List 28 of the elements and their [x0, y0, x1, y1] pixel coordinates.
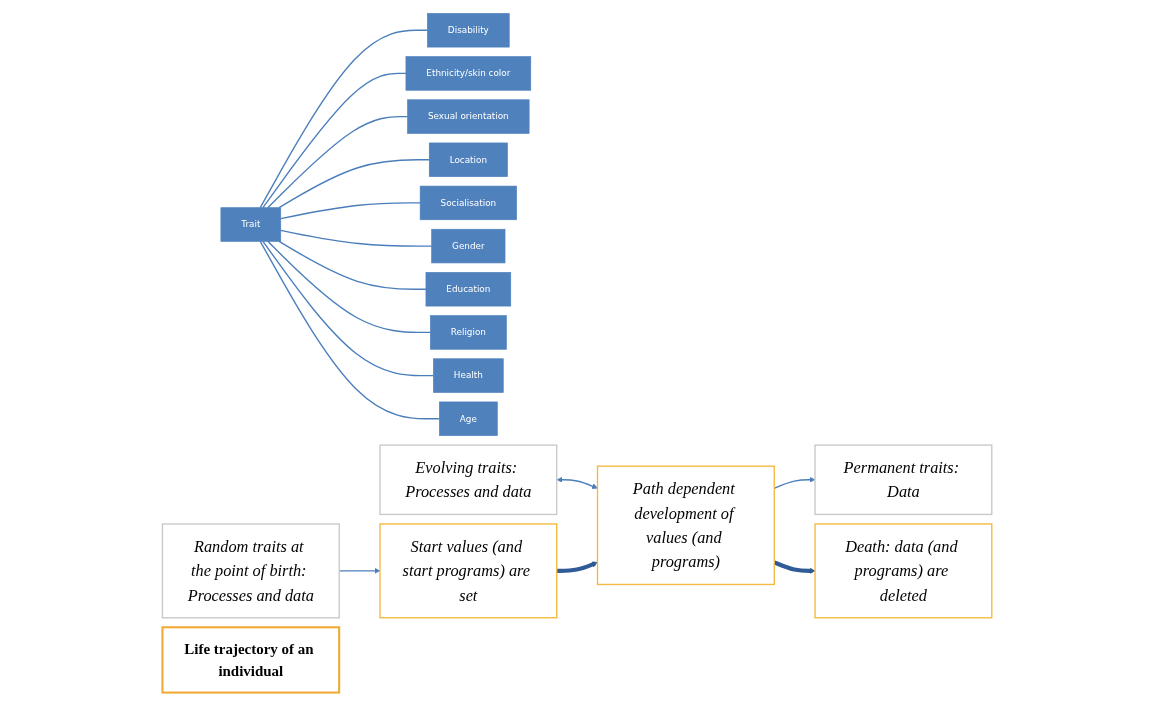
node-box: Death: data (and programs) are deleted — [814, 523, 993, 619]
node-box: Education — [426, 272, 512, 307]
node-box: Ethnicity/skin color — [405, 56, 532, 91]
node-box: Age — [439, 401, 498, 436]
connector — [262, 72, 407, 209]
node-box: Disability — [427, 13, 510, 48]
connector — [278, 240, 427, 290]
connector — [259, 240, 441, 420]
connector — [262, 240, 435, 377]
node-box: Permanent traits: Data — [814, 444, 993, 516]
node-box: Gender — [431, 228, 506, 264]
node-box: Health — [433, 358, 504, 393]
connector — [278, 159, 431, 209]
node-box: Trait — [220, 207, 282, 242]
node-box: Path dependent development of values (and programs) — [597, 465, 776, 586]
node-box: Religion — [430, 315, 508, 350]
connector — [259, 29, 429, 209]
connector — [280, 229, 433, 247]
connector — [280, 202, 422, 220]
node-box: Sexual orientation — [407, 99, 530, 134]
connector — [267, 240, 432, 334]
node-box: Start values (and start programs) are set — [379, 523, 558, 619]
connector — [267, 115, 409, 209]
node-box: Socialisation — [420, 185, 518, 221]
node-box: Random traits at the point of birth: Processes and data — [162, 523, 341, 619]
node-box: Location — [429, 142, 509, 177]
node-box: Life trajectory of an individual — [161, 626, 341, 694]
node-box: Evolving traits: Processes and data — [379, 444, 558, 516]
